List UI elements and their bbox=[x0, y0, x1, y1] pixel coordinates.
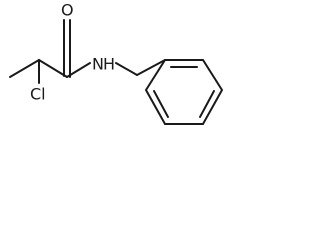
nitrogen-atom-label: N bbox=[92, 55, 104, 74]
bond-alpha-carbonyl bbox=[38, 59, 68, 78]
oxygen-atom-label: O bbox=[61, 1, 74, 20]
bond-carbonyl-nitrogen bbox=[66, 62, 91, 78]
bond-methylene-ring bbox=[136, 59, 166, 76]
benzene-ring bbox=[144, 59, 224, 125]
chlorine-atom-label: Cl bbox=[30, 85, 46, 104]
bond-nitrogen-methylene bbox=[115, 62, 138, 76]
benzene-double-bond-left bbox=[153, 90, 169, 118]
hydrogen-atom-label: H bbox=[103, 55, 115, 74]
benzene-double-bond-right bbox=[199, 90, 215, 118]
bond-methyl-alpha bbox=[9, 59, 40, 78]
chemical-structure: O N H Cl bbox=[9, 1, 224, 125]
